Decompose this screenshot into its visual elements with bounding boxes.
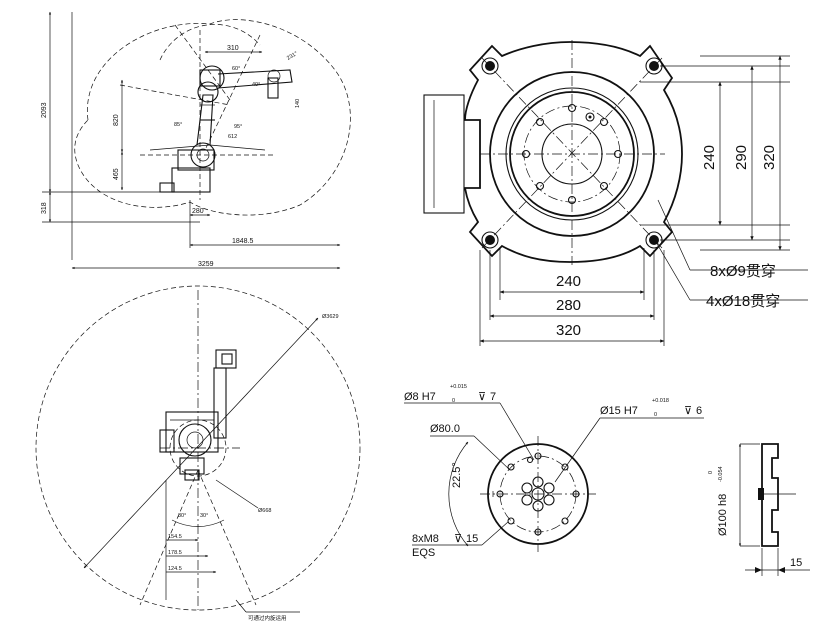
flange-threads-8: [492, 452, 580, 536]
note-pcd: Ø80.0: [430, 423, 460, 435]
dim-reach-total: 3259: [198, 261, 214, 268]
note-eqs: EQS: [412, 547, 435, 559]
note-pin15-tol-low: 0: [654, 412, 657, 418]
dim-shaft-tol-up: 0: [708, 471, 714, 474]
dim-base-to-j4: 1848.5: [232, 238, 254, 245]
dim-820: 820: [113, 114, 120, 126]
dim-290-v: 290: [733, 145, 750, 170]
cable-connector-box: [423, 94, 465, 214]
note-pin15: Ø15 H7: [600, 405, 638, 417]
base-plate-view: 240 290 320 240 280 320 8xØ9贯穿 4xØ18贯穿: [423, 40, 808, 346]
dim-ang-left: 30°: [178, 513, 186, 519]
dim-shaft-tol-low: -0.054: [718, 466, 724, 482]
dim-ang-231: 231°: [286, 51, 299, 62]
dim-ang-95: 95°: [234, 124, 242, 130]
dim-ang-right: 30°: [200, 513, 208, 519]
dim-612: 612: [228, 134, 237, 140]
outer-envelope-circle: [35, 285, 361, 611]
dim-280-h: 280: [556, 297, 581, 314]
dim-shaft: Ø100 h8: [717, 494, 729, 536]
note-pin8-depth: 7: [490, 391, 496, 403]
dim-outer-dia: Ø3629: [322, 314, 339, 320]
dim-ang-85: 85°: [174, 122, 182, 128]
corner-holes-4: [481, 57, 663, 249]
dim-arm-310: 310: [227, 45, 239, 52]
dim-240-h: 240: [556, 273, 581, 290]
note-internal-rotation: 可通过内旋运用: [248, 614, 287, 622]
flange-side-profile: Ø100 h8 0 -0.054 15: [708, 443, 810, 576]
dim-124-5: 124.5: [168, 566, 182, 572]
note-pin8-tol-low: 0: [452, 398, 455, 404]
note-thread: 8xM8: [412, 533, 439, 545]
dim-angle: 22.5°: [451, 462, 463, 488]
note-pin15-depth-symbol: ⊽: [684, 405, 692, 417]
note-thread-depth: 15: [466, 533, 478, 545]
note-pin8-tol-up: +0.015: [450, 384, 467, 390]
dim-320-v: 320: [761, 145, 778, 170]
dim-ang-60: 60°: [232, 66, 240, 72]
robot-side-view: 3259 1848.5 280 2093 318 310 820 465 231…: [41, 11, 351, 270]
robot-top-view: Ø3629 Ø668 30° 30° 154.5 178.5 124.5 可通过…: [35, 285, 361, 622]
dim-320-h: 320: [556, 322, 581, 339]
note-pin8-depth-symbol: ⊽: [478, 391, 486, 403]
dim-465: 465: [113, 168, 120, 180]
bolt-holes-8: [521, 103, 623, 205]
robot-body-side: [159, 65, 293, 193]
dim-height-total: 2093: [41, 102, 48, 118]
note-pin15-depth: 6: [696, 405, 702, 417]
flange-view: 22.5° Ø8 H7 +0.015 0 ⊽ 7 Ø15 H7 +0.018 0…: [404, 384, 810, 576]
dim-178-5: 178.5: [168, 550, 182, 556]
flange-center-pattern: [521, 476, 555, 512]
note-pin15-tol-up: +0.018: [652, 398, 669, 404]
dim-ang-40: 40°: [252, 82, 260, 88]
note-holes-small: 8xØ9贯穿: [710, 263, 776, 280]
base-plate-outline: [463, 41, 683, 263]
dim-240-v: 240: [701, 145, 718, 170]
note-thread-depth-symbol: ⊽: [454, 533, 462, 545]
dim-154-5: 154.5: [168, 534, 182, 540]
robot-body-top: [159, 349, 237, 481]
dim-offset-280: 280: [192, 208, 204, 215]
side-view-dimensions: 3259 1848.5 280 2093 318 310 820 465 231…: [41, 11, 341, 270]
dim-thickness: 15: [790, 557, 802, 569]
dim-inner-dia: Ø668: [258, 508, 271, 514]
dim-140: 140: [295, 99, 301, 108]
note-holes-large: 4xØ18贯穿: [706, 293, 780, 310]
dim-base-offset: 318: [41, 202, 48, 214]
note-pin8: Ø8 H7: [404, 391, 436, 403]
